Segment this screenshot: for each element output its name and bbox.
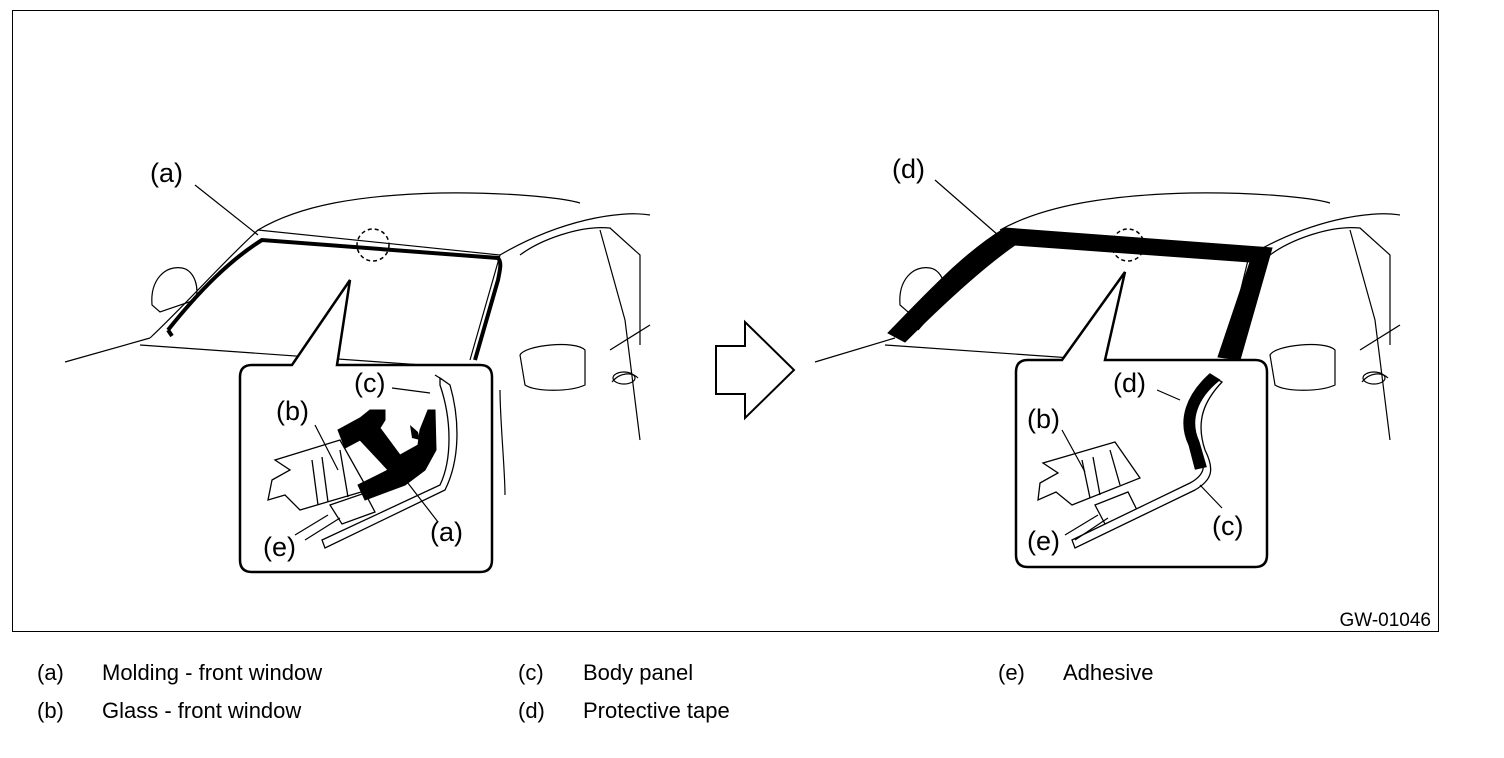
legend-letter: (c): [518, 660, 544, 685]
protective-tape-section: [1183, 373, 1221, 470]
detail-marker-right: [1111, 228, 1145, 262]
protective-tape-band: [887, 227, 1273, 361]
legend-text: Body panel: [583, 660, 694, 685]
molding-outline: [166, 237, 503, 361]
callout-c-left: (c): [354, 368, 385, 398]
callout-e-left: (e): [263, 532, 296, 562]
callout-a-main-left: (a): [150, 158, 183, 188]
figure-code: GW-01046: [1339, 610, 1431, 631]
windshield-diagram: (a) (c) (b) (a) (e): [64, 154, 1431, 631]
inset-contents-left: [267, 374, 458, 549]
inset-contents-right: [1037, 377, 1224, 549]
legend: (a) Molding - front window (b) Glass - f…: [0, 650, 1504, 750]
legend-text: Molding - front window: [102, 660, 323, 685]
legend-letter: (b): [37, 698, 64, 723]
callout-a-inset-left: (a): [430, 517, 463, 547]
legend-text: Protective tape: [583, 698, 730, 723]
legend-text: Adhesive: [1063, 660, 1154, 685]
detail-marker-left: [356, 228, 390, 262]
figure-frame: [12, 10, 1439, 632]
legend-letter: (e): [998, 660, 1025, 685]
callout-b-right: (b): [1027, 404, 1060, 434]
transition-arrow: [715, 319, 796, 421]
callout-e-right: (e): [1027, 526, 1060, 556]
callout-d-inset-right: (d): [1113, 368, 1146, 398]
molding-section: [337, 409, 437, 501]
callout-d-main-right: (d): [892, 154, 925, 184]
callout-b-left: (b): [276, 396, 309, 426]
legend-letter: (d): [518, 698, 545, 723]
legend-letter: (a): [37, 660, 64, 685]
legend-text: Glass - front window: [102, 698, 302, 723]
callout-c-right: (c): [1212, 511, 1243, 541]
